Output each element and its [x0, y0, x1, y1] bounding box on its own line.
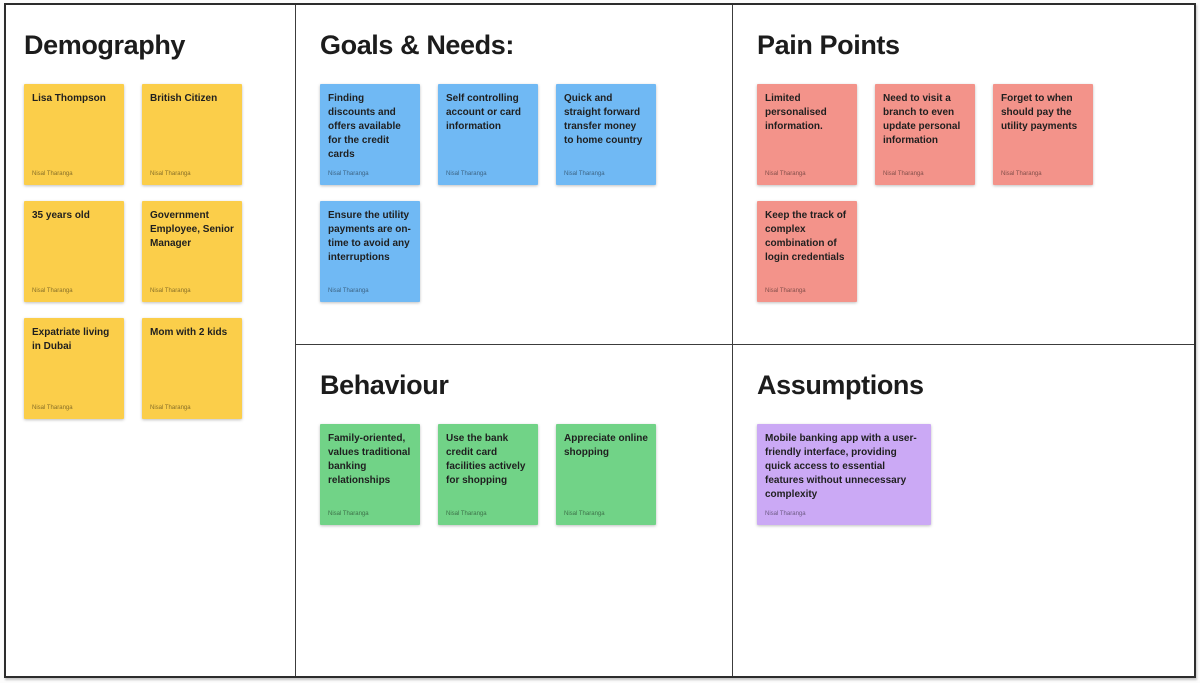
note-text: Mobile banking app with a user-friendly … [765, 433, 917, 500]
note-author: Nisal Tharanga [1001, 171, 1042, 177]
notes-grid-behaviour: Family-oriented, values traditional bank… [320, 424, 732, 525]
note-text: Appreciate online shopping [564, 433, 648, 458]
section-title-assumptions: Assumptions [757, 370, 924, 400]
note-author: Nisal Tharanga [765, 288, 806, 294]
section-title-pain-points: Pain Points [757, 30, 900, 60]
note-text: Need to visit a branch to even update pe… [883, 93, 961, 146]
note-author: Nisal Tharanga [32, 171, 73, 177]
note-author: Nisal Tharanga [446, 171, 487, 177]
middle-column: Goals & Needs: Finding discounts and off… [296, 5, 733, 676]
sticky-note[interactable]: Mobile banking app with a user-friendly … [757, 424, 931, 525]
sticky-note[interactable]: Keep the track of complex combination of… [757, 201, 857, 302]
sticky-note[interactable]: Forget to when should pay the utility pa… [993, 84, 1093, 185]
note-author: Nisal Tharanga [446, 511, 487, 517]
note-text: British Citizen [150, 93, 218, 104]
section-assumptions: Assumptions Mobile banking app with a us… [733, 345, 1194, 676]
note-text: Mom with 2 kids [150, 327, 228, 338]
note-text: Government Employee, Senior Manager [150, 210, 234, 249]
note-author: Nisal Tharanga [328, 288, 369, 294]
note-author: Nisal Tharanga [150, 405, 191, 411]
sticky-note[interactable]: Ensure the utility payments are on-time … [320, 201, 420, 302]
note-author: Nisal Tharanga [328, 511, 369, 517]
note-author: Nisal Tharanga [765, 511, 806, 517]
section-goals: Goals & Needs: Finding discounts and off… [296, 5, 732, 345]
sticky-note[interactable]: Use the bank credit card facilities acti… [438, 424, 538, 525]
notes-grid-assumptions: Mobile banking app with a user-friendly … [757, 424, 1194, 525]
note-text: Keep the track of complex combination of… [765, 210, 847, 263]
note-text: Use the bank credit card facilities acti… [446, 433, 526, 486]
note-author: Nisal Tharanga [150, 171, 191, 177]
sticky-note[interactable]: Family-oriented, values traditional bank… [320, 424, 420, 525]
note-author: Nisal Tharanga [32, 288, 73, 294]
sticky-note[interactable]: Need to visit a branch to even update pe… [875, 84, 975, 185]
section-title-goals: Goals & Needs: [320, 30, 514, 60]
sticky-note[interactable]: Limited personalised information. Nisal T… [757, 84, 857, 185]
note-text: Family-oriented, values traditional bank… [328, 433, 411, 486]
section-behaviour: Behaviour Family-oriented, values tradit… [296, 345, 732, 676]
section-title-demography: Demography [24, 30, 186, 60]
section-title-behaviour: Behaviour [320, 370, 449, 400]
note-text: Self controlling account or card informa… [446, 93, 522, 132]
sticky-note[interactable]: Self controlling account or card informa… [438, 84, 538, 185]
sticky-note[interactable]: Finding discounts and offers available f… [320, 84, 420, 185]
notes-grid-goals: Finding discounts and offers available f… [320, 84, 732, 302]
note-author: Nisal Tharanga [564, 511, 605, 517]
note-text: Ensure the utility payments are on-time … [328, 210, 411, 263]
note-author: Nisal Tharanga [32, 405, 73, 411]
note-text: Finding discounts and offers available f… [328, 93, 401, 160]
note-text: Limited personalised information. [765, 93, 827, 132]
note-author: Nisal Tharanga [150, 288, 191, 294]
note-author: Nisal Tharanga [328, 171, 369, 177]
sticky-note[interactable]: Quick and straight forward transfer mone… [556, 84, 656, 185]
note-text: Quick and straight forward transfer mone… [564, 93, 643, 146]
note-author: Nisal Tharanga [564, 171, 605, 177]
right-column: Pain Points Limited personalised informa… [733, 5, 1194, 676]
note-text: 35 years old [32, 210, 90, 221]
note-author: Nisal Tharanga [883, 171, 924, 177]
note-text: Forget to when should pay the utility pa… [1001, 93, 1078, 132]
section-pain-points: Pain Points Limited personalised informa… [733, 5, 1194, 345]
note-text: Lisa Thompson [32, 93, 106, 104]
note-author: Nisal Tharanga [765, 171, 806, 177]
notes-grid-pain-points: Limited personalised information. Nisal T… [757, 84, 1194, 302]
note-text: Expatriate living in Dubai [32, 327, 110, 352]
